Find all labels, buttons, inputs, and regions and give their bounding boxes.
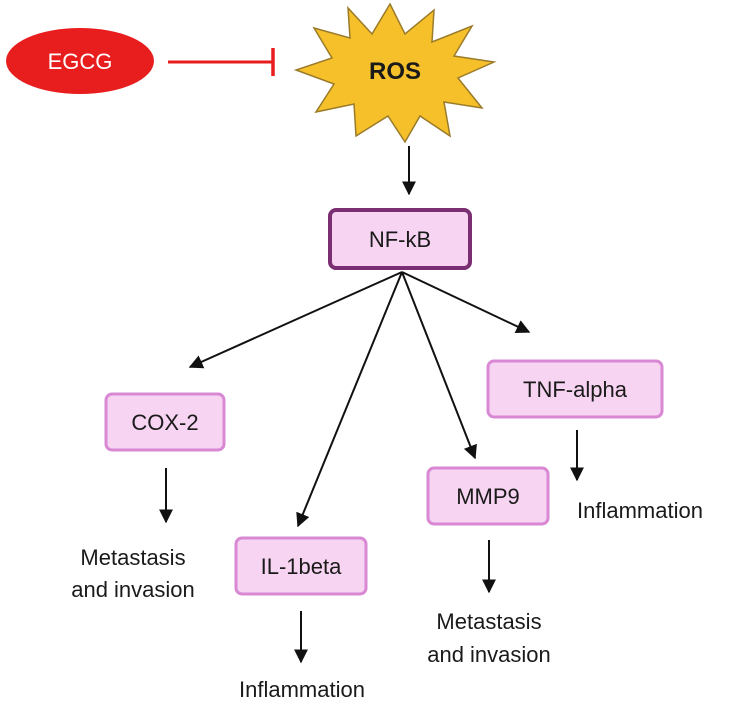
ros-starburst-shape	[293, 2, 497, 144]
mmp9-box	[426, 466, 550, 526]
nfkb-label: NF-kB	[369, 227, 431, 252]
egcg-oval	[6, 28, 154, 94]
tnfalpha-node: TNF-alpha	[486, 359, 664, 419]
egcg-label: EGCG	[48, 49, 113, 74]
tnfalpha-outcome: Inflammation	[577, 498, 703, 523]
inhibition-edge-egcg-ros	[168, 48, 275, 76]
il1beta-box	[234, 536, 368, 596]
arrow-nfkb-to-mmp9	[401, 271, 477, 460]
il1beta-outcome: Inflammation	[239, 677, 365, 702]
egcg-node: EGCG	[6, 28, 154, 94]
mmp9-outcome-line1: Metastasis	[436, 609, 541, 634]
cox2-box	[104, 392, 226, 452]
tnfalpha-label: TNF-alpha	[523, 377, 628, 402]
cox2-outcome-line1: Metastasis	[80, 545, 185, 570]
il1beta-label: IL-1beta	[261, 554, 342, 579]
ros-label: ROS	[369, 58, 421, 85]
arrow-nfkb-to-il1beta	[296, 271, 403, 528]
ros-node: ROS	[293, 2, 497, 144]
arrow-nfkb-to-tnfalpha	[401, 271, 531, 333]
nfkb-node: NF-kB	[328, 208, 472, 270]
cox2-outcome-line2: and invasion	[71, 577, 195, 602]
cox2-node: COX-2	[104, 392, 226, 452]
nfkb-box	[328, 208, 472, 270]
arrow-nfkb-to-cox2	[188, 271, 403, 369]
il1beta-node: IL-1beta	[234, 536, 368, 596]
tnfalpha-box	[486, 359, 664, 419]
mmp9-outcome-line2: and invasion	[427, 642, 551, 667]
mmp9-node: MMP9	[426, 466, 550, 526]
mmp9-label: MMP9	[456, 484, 520, 509]
cox2-label: COX-2	[131, 410, 198, 435]
